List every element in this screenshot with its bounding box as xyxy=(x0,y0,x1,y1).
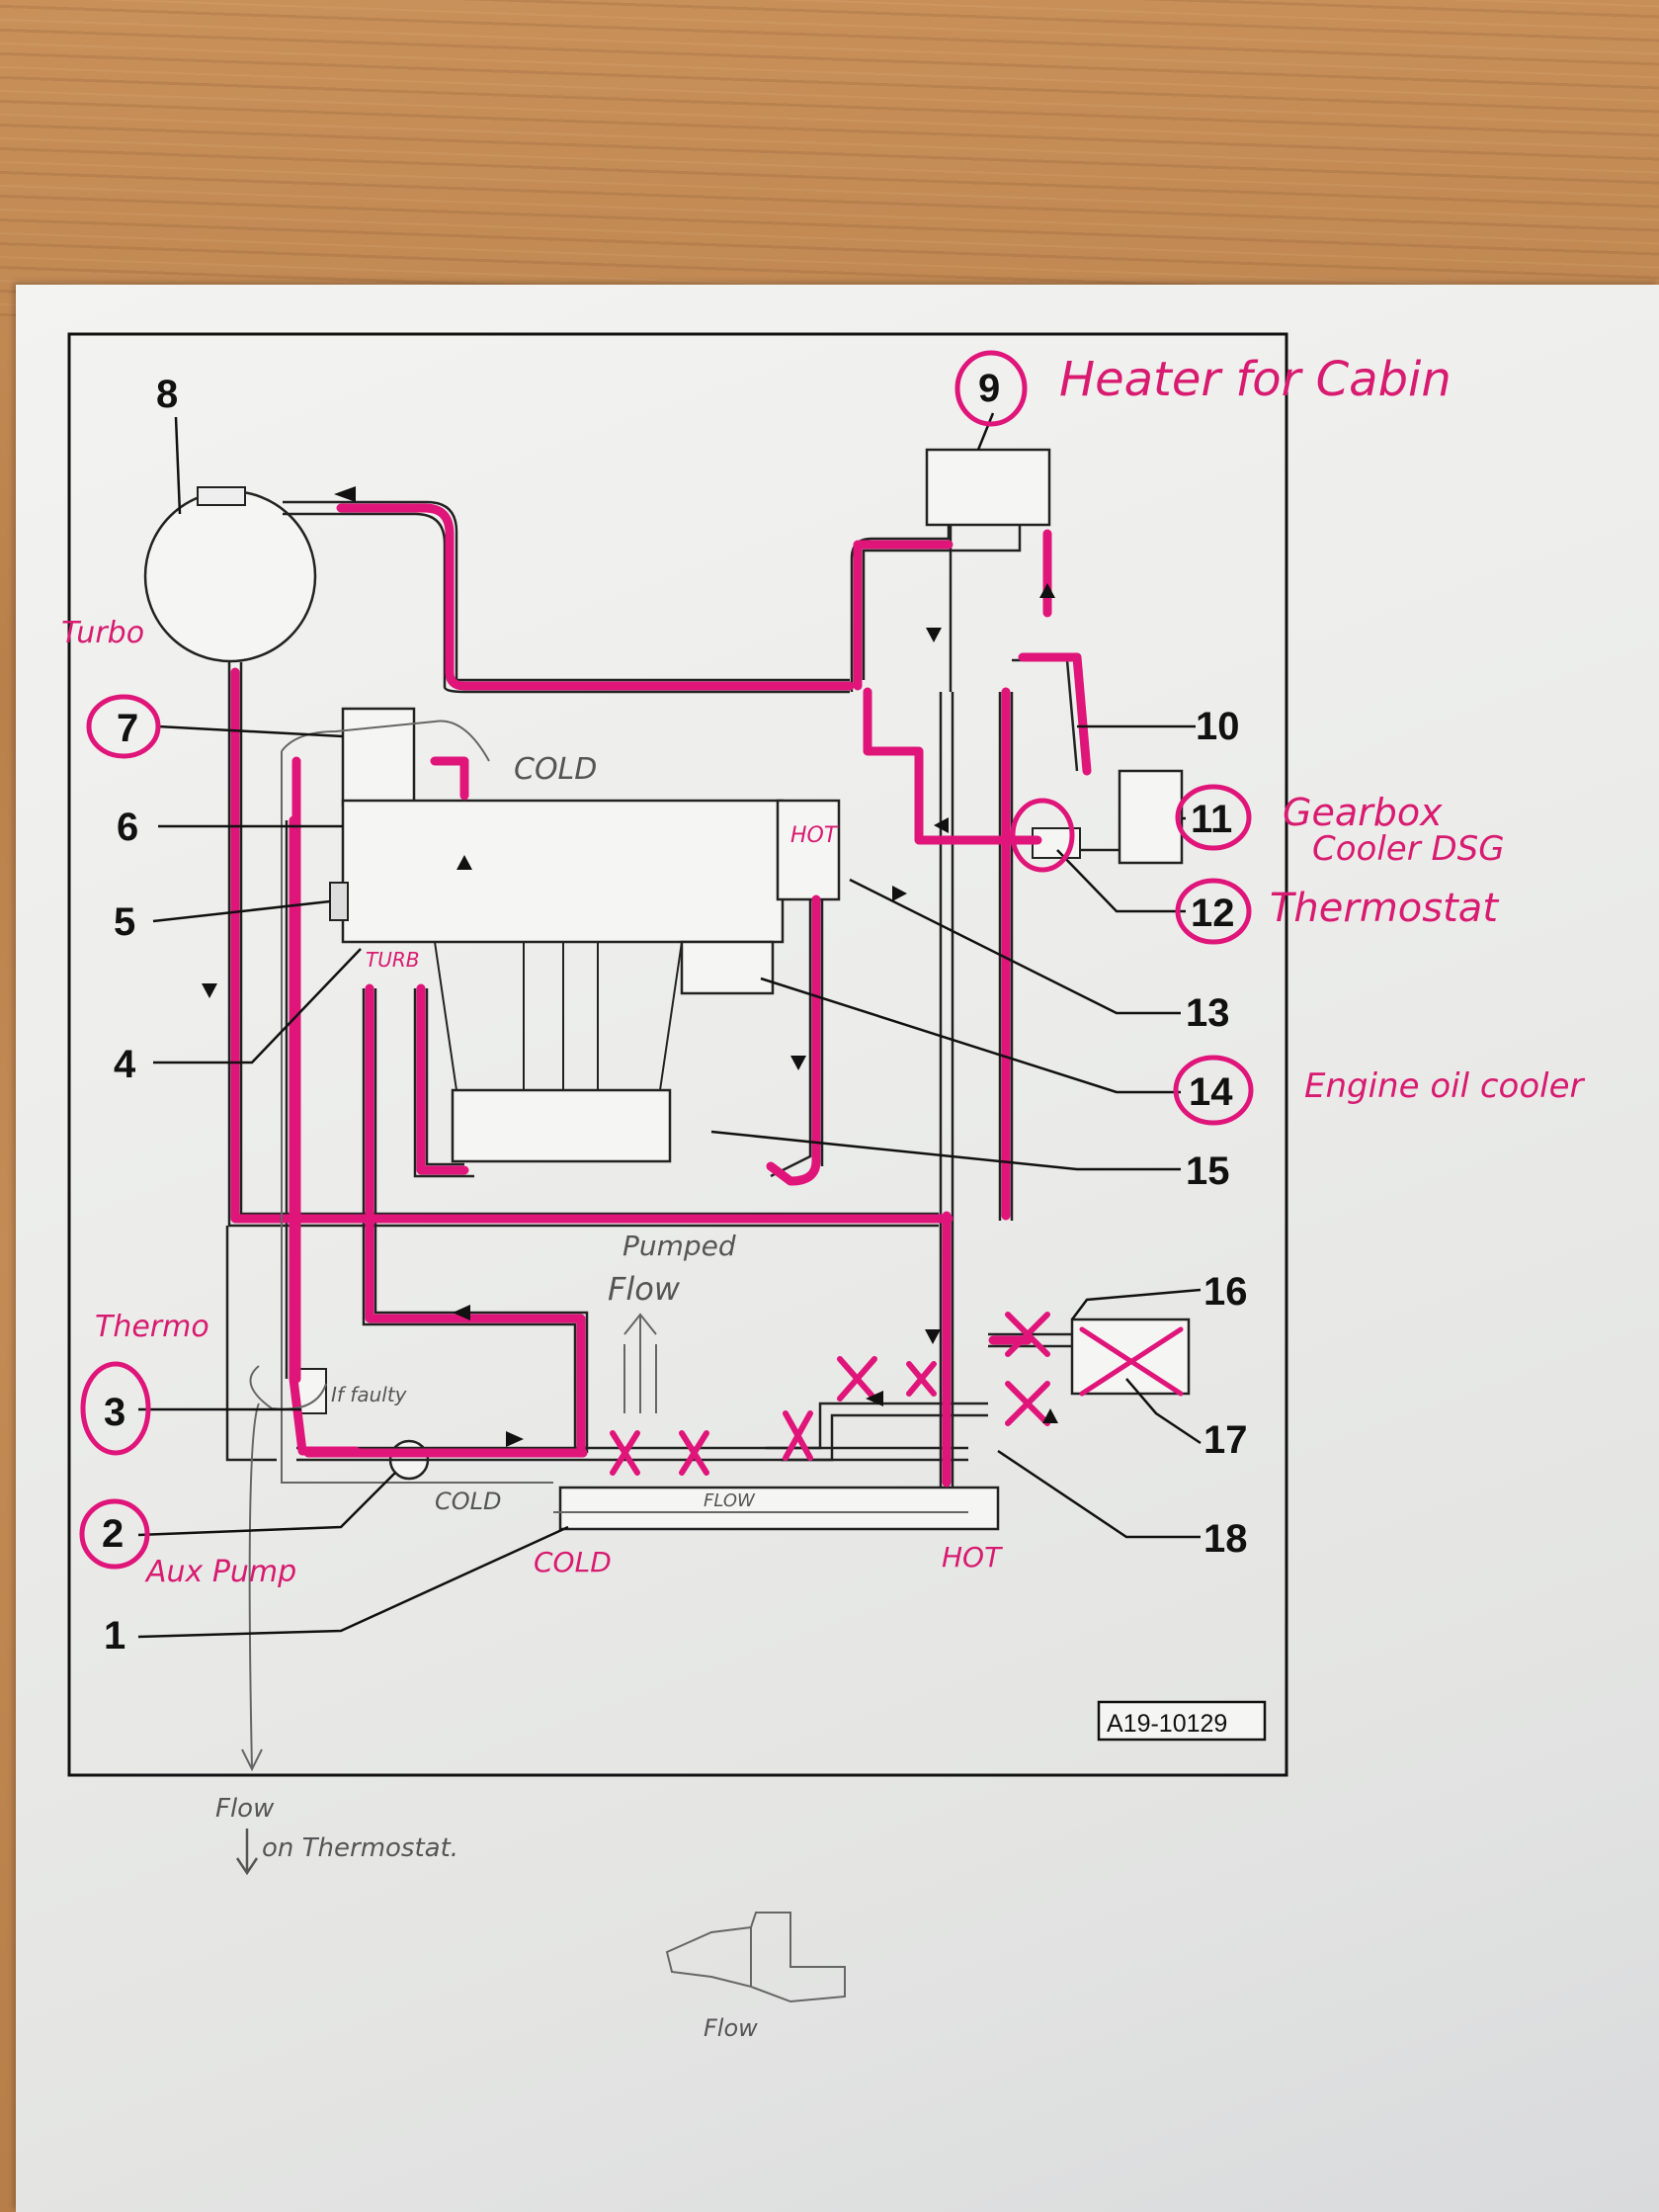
annotation-engine-oil: Engine oil cooler xyxy=(1304,1066,1585,1106)
marker-flow-paths xyxy=(230,503,1092,1488)
note-flow-under: Flow xyxy=(215,1794,275,1824)
annotation-thermostat: Thermostat xyxy=(1270,886,1499,931)
label-5: 5 xyxy=(114,900,135,944)
radiator xyxy=(558,1486,1000,1531)
engine-oil-cooler xyxy=(680,940,775,995)
label-1: 1 xyxy=(104,1614,125,1658)
arrow-icon xyxy=(453,1305,470,1320)
label-7: 7 xyxy=(117,707,138,750)
note-pumped-1: Pumped xyxy=(622,1230,736,1262)
annotation-gearbox-2: Cooler DSG xyxy=(1312,829,1505,869)
arrow-icon xyxy=(334,486,356,502)
note-on-thermostat: on Thermostat. xyxy=(262,1833,458,1863)
annotation-turbo: Turbo xyxy=(61,616,144,650)
pencil-annotations: COLD COLD Pumped Flow If faulty FLOW Flo… xyxy=(215,752,758,2042)
component-number-labels: 8 9 7 6 5 4 10 11 12 13 14 15 16 17 18 3… xyxy=(102,367,1248,1658)
reference-box xyxy=(1097,1700,1267,1742)
annotation-heater: Heater for Cabin xyxy=(1059,352,1452,407)
diagram-frame xyxy=(67,332,1288,1777)
label-18: 18 xyxy=(1203,1517,1248,1561)
label-6: 6 xyxy=(117,806,138,849)
label-17: 17 xyxy=(1203,1418,1248,1462)
label-8: 8 xyxy=(156,373,178,416)
arrow-icon xyxy=(506,1431,524,1447)
pencil-lines xyxy=(241,720,968,2003)
label-12: 12 xyxy=(1191,892,1235,935)
label-14: 14 xyxy=(1189,1070,1233,1114)
annotation-hot-bottom: HOT xyxy=(942,1541,1003,1574)
printed-arrows xyxy=(202,486,1058,1447)
arrow-icon xyxy=(456,855,472,870)
note-flow-bar: FLOW xyxy=(704,1490,756,1511)
reference-code: A19-10129 xyxy=(1107,1710,1227,1738)
arrow-icon xyxy=(925,1329,941,1344)
turbocharger xyxy=(341,707,416,808)
label-10: 10 xyxy=(1196,705,1240,748)
cabin-heater xyxy=(925,448,1051,527)
note-cold-top: COLD xyxy=(514,752,597,787)
engine-block-taper xyxy=(434,941,683,1091)
arrow-icon xyxy=(892,886,907,901)
down-arrow-icon xyxy=(235,1829,259,1876)
wood-grain xyxy=(0,0,1659,316)
annotation-hot-top: HOT xyxy=(790,823,839,848)
tank-cap xyxy=(197,486,246,506)
annotation-turbo-small: TURB xyxy=(366,948,419,972)
engine-hot-box xyxy=(776,799,841,901)
label-13: 13 xyxy=(1186,991,1230,1035)
note-cold-pump: COLD xyxy=(435,1488,502,1515)
gearbox-cooler xyxy=(1118,769,1184,865)
arrow-icon xyxy=(1042,1408,1058,1423)
cross-marks xyxy=(610,1312,1184,1476)
components xyxy=(143,448,1191,1531)
arrow-icon xyxy=(934,817,949,833)
marker-annotations: Heater for Cabin Turbo Gearbox Cooler DS… xyxy=(61,352,1585,1589)
annotation-thermo: Thermo xyxy=(95,1310,209,1344)
leader-lines xyxy=(137,412,1202,1639)
label-4: 4 xyxy=(114,1043,136,1086)
arrow-icon xyxy=(866,1391,883,1406)
arrow-icon xyxy=(202,983,217,998)
expansion-tank xyxy=(143,489,317,663)
label-16: 16 xyxy=(1203,1270,1248,1314)
auxiliary-heater xyxy=(1070,1318,1191,1396)
coolant-pump xyxy=(329,882,349,921)
annotation-aux-pump: Aux Pump xyxy=(144,1555,296,1589)
annotation-cold-bottom: COLD xyxy=(534,1546,612,1578)
arrow-icon xyxy=(790,1056,806,1070)
label-3: 3 xyxy=(104,1391,125,1434)
oil-sump-cooler xyxy=(451,1088,672,1163)
label-11: 11 xyxy=(1191,798,1232,841)
note-if-faulty: If faulty xyxy=(331,1383,408,1406)
label-15: 15 xyxy=(1186,1149,1230,1193)
note-flow-sketch: Flow xyxy=(704,2014,758,2042)
arrow-icon xyxy=(1039,583,1055,598)
cylinder-head xyxy=(341,799,785,944)
label-9: 9 xyxy=(978,367,1000,410)
annotation-gearbox-1: Gearbox xyxy=(1283,791,1443,834)
arrow-icon xyxy=(926,628,942,642)
note-pumped-2: Flow xyxy=(608,1270,681,1308)
label-2: 2 xyxy=(102,1512,124,1556)
marker-circles xyxy=(79,350,1254,1570)
